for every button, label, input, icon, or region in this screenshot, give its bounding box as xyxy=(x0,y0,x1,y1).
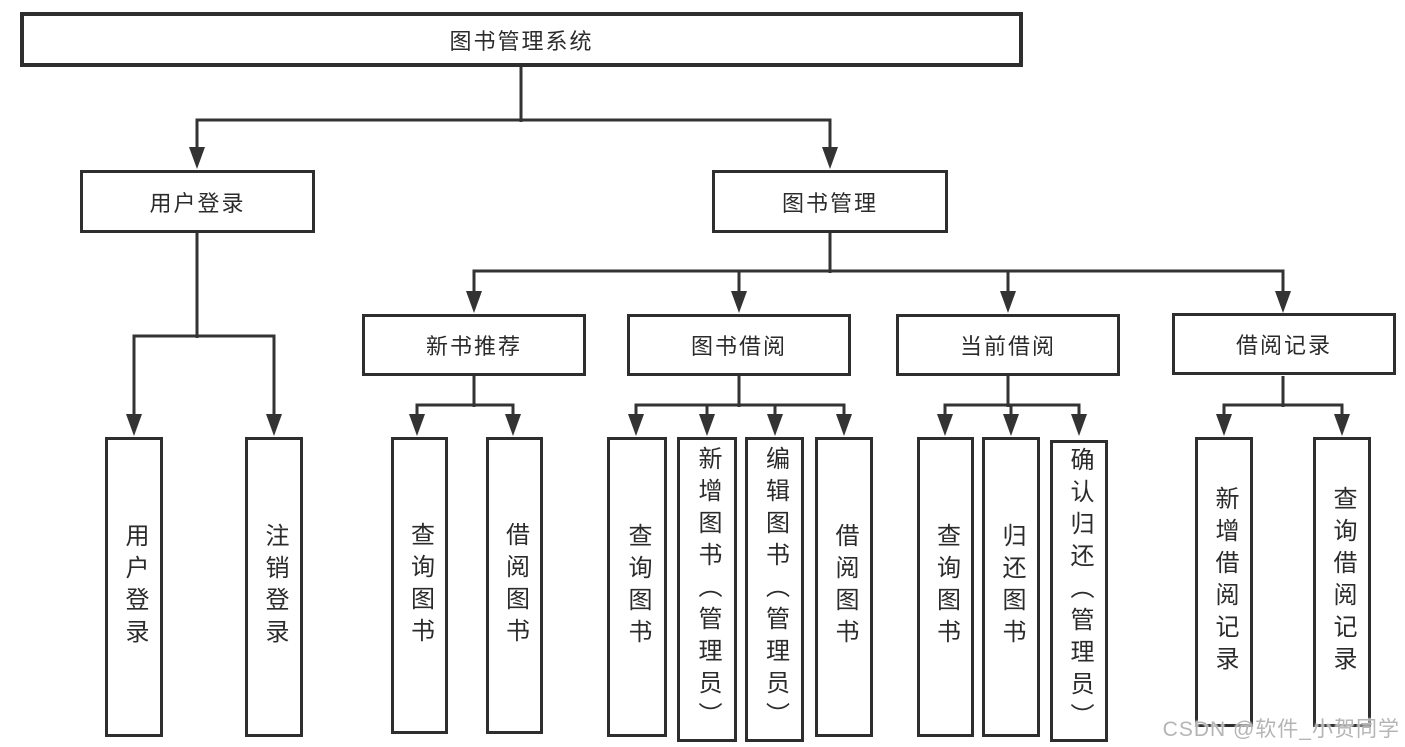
leaf-return-books: 归还图书 xyxy=(982,437,1040,737)
leaf-query-books-borrow: 查询图书 xyxy=(607,437,667,737)
arrow-down-icon xyxy=(836,414,852,436)
leaf-label: 借阅图书 xyxy=(501,521,529,650)
arrow-down-icon xyxy=(822,147,838,169)
arrow-down-icon xyxy=(731,291,747,313)
arrow-down-icon xyxy=(767,414,783,436)
arrow-down-icon xyxy=(1334,414,1350,436)
leaf-label: 用户登录 xyxy=(121,523,148,651)
leaf-label: 注销登录 xyxy=(261,523,288,651)
leaf-label: 确认归还（管理员） xyxy=(1066,447,1093,735)
node-new-book-recommend: 新书推荐 xyxy=(362,314,586,376)
arrow-down-icon xyxy=(1275,291,1291,313)
node-user-login: 用户登录 xyxy=(80,170,315,233)
arrow-down-icon xyxy=(1216,414,1232,436)
arrow-down-icon xyxy=(1071,414,1087,436)
connector-line xyxy=(634,403,846,418)
arrow-down-icon xyxy=(1000,291,1016,313)
node-label: 当前借阅 xyxy=(959,334,1056,359)
leaf-label: 查询借阅记录 xyxy=(1329,486,1356,678)
connector-line xyxy=(132,334,276,418)
leaf-label: 借阅图书 xyxy=(831,523,858,651)
connector-line xyxy=(415,403,515,418)
leaf-borrow-books-borrow: 借阅图书 xyxy=(815,437,873,737)
arrow-down-icon xyxy=(505,414,521,436)
leaf-label: 查询图书 xyxy=(624,523,651,651)
arrow-down-icon xyxy=(126,414,142,436)
leaf-edit-books-admin: 编辑图书（管理员） xyxy=(745,437,804,742)
leaf-label: 查询图书 xyxy=(406,521,434,650)
node-borrow-records: 借阅记录 xyxy=(1172,313,1396,375)
connector-line xyxy=(472,269,1285,296)
leaf-query-borrow-record: 查询借阅记录 xyxy=(1313,437,1371,727)
leaf-query-books-recommend: 查询图书 xyxy=(391,437,448,734)
leaf-add-borrow-record: 新增借阅记录 xyxy=(1195,437,1253,727)
leaf-borrow-books-recommend: 借阅图书 xyxy=(486,437,543,734)
leaf-label: 新增借阅记录 xyxy=(1211,486,1238,678)
arrow-down-icon xyxy=(466,291,482,313)
node-label: 图书借阅 xyxy=(690,334,787,359)
node-label: 图书管理 xyxy=(781,190,878,216)
arrow-down-icon xyxy=(266,414,282,436)
leaf-label: 新增图书（管理员） xyxy=(694,445,721,734)
arrow-down-icon xyxy=(699,414,715,436)
arrow-down-icon xyxy=(189,147,205,169)
leaf-query-books-current: 查询图书 xyxy=(917,437,974,737)
leaf-label: 归还图书 xyxy=(998,523,1025,651)
arrow-down-icon xyxy=(628,414,644,436)
watermark: CSDN @软件_小贺同学 xyxy=(1162,718,1400,741)
leaf-label: 查询图书 xyxy=(932,523,960,651)
node-label: 借阅记录 xyxy=(1235,333,1332,358)
node-label: 图书管理系统 xyxy=(449,28,594,54)
arrow-down-icon xyxy=(937,414,953,436)
leaf-confirm-return-admin: 确认归还（管理员） xyxy=(1050,440,1108,742)
connector-line xyxy=(1222,403,1344,418)
leaf-label: 编辑图书（管理员） xyxy=(761,445,789,734)
leaf-add-books-admin: 新增图书（管理员） xyxy=(677,437,737,742)
node-label: 用户登录 xyxy=(149,190,246,216)
connector-line xyxy=(195,118,832,150)
node-label: 新书推荐 xyxy=(425,334,522,359)
node-book-management: 图书管理 xyxy=(712,170,948,233)
node-current-borrow: 当前借阅 xyxy=(896,314,1120,376)
arrow-down-icon xyxy=(1003,414,1019,436)
leaf-logout-login: 注销登录 xyxy=(245,437,303,737)
node-book-borrow: 图书借阅 xyxy=(627,314,851,376)
leaf-user-login: 用户登录 xyxy=(105,437,163,737)
node-library-system: 图书管理系统 xyxy=(20,12,1023,67)
arrow-down-icon xyxy=(409,414,425,436)
